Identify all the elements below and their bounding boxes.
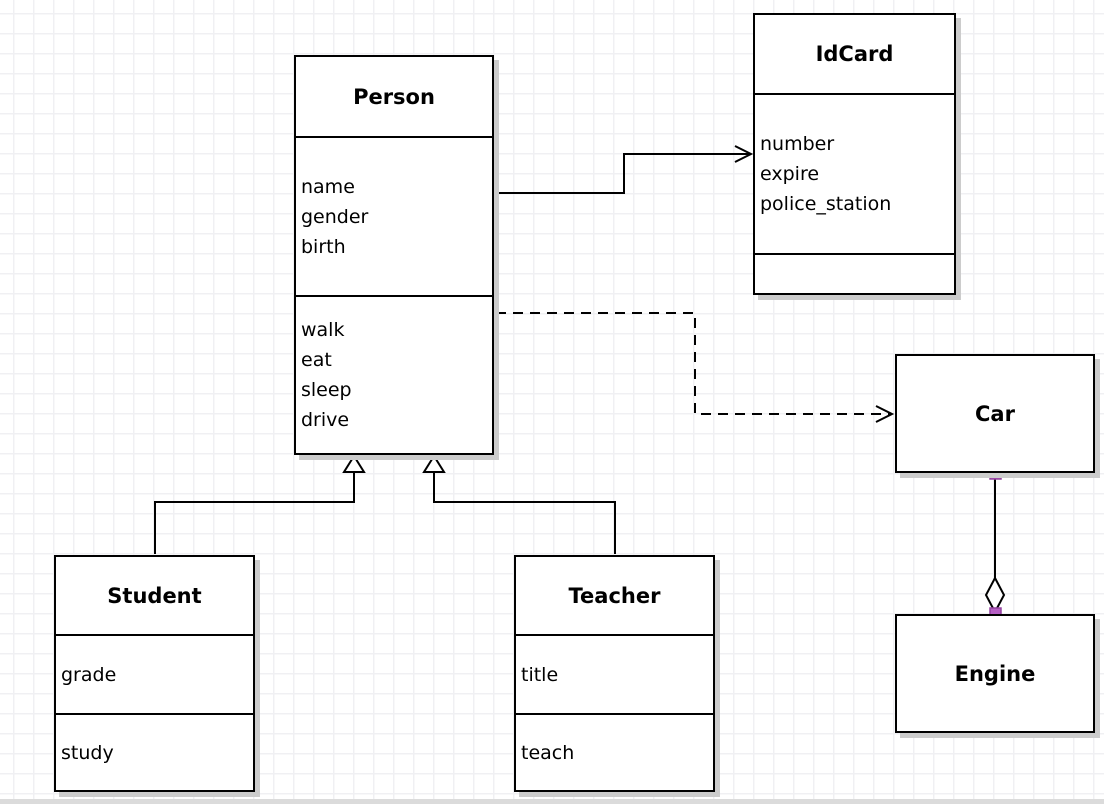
method: study [61,741,114,764]
class-teacher[interactable]: Teacher title teach [514,555,715,792]
methods-section [755,253,954,293]
window-edge-strip [0,799,1104,804]
class-car[interactable]: Car [895,354,1095,473]
class-person[interactable]: Person name gender birth walk eat sleep … [294,55,494,455]
attribute: number [760,133,835,155]
class-title: Student [107,583,202,608]
generalization-line[interactable] [433,472,616,554]
open-arrowhead-icon [734,145,754,163]
method: drive [301,409,350,431]
association-line[interactable] [494,153,750,194]
class-engine[interactable]: Engine [895,614,1095,733]
connector-generalization-teacher-person[interactable] [422,454,616,554]
attribute: birth [301,235,346,258]
connector-aggregation-car-engine[interactable] [984,467,1006,620]
hollow-diamond-icon [984,575,1006,615]
attribute: grade [61,663,117,686]
class-student[interactable]: Student grade study [54,555,255,792]
method: teach [521,741,575,764]
class-title: Teacher [568,583,661,608]
connector-dependency-person-car[interactable] [496,312,895,423]
method: walk [301,319,345,341]
class-title: IdCard [815,42,894,66]
attribute: title [521,663,559,686]
attributes-section: number expire police_station [755,93,954,253]
connector-generalization-student-person[interactable] [154,454,366,554]
class-title: Car [975,401,1015,426]
attribute: police_station [760,193,892,215]
open-arrowhead-icon [875,405,895,423]
class-idcard[interactable]: IdCard number expire police_station [753,13,956,295]
methods-section: teach [516,713,713,790]
class-title: Person [353,84,435,109]
attributes-section: grade [56,634,253,713]
method: eat [301,349,332,371]
methods-section: study [56,713,253,790]
attributes-section: title [516,634,713,713]
attribute: gender [301,205,369,228]
method: sleep [301,379,352,401]
attribute: expire [760,163,820,185]
generalization-line[interactable] [154,472,355,554]
class-title: Engine [954,661,1036,686]
connector-association-person-idcard[interactable] [494,145,754,194]
hollow-triangle-icon [342,454,366,473]
methods-section: walk eat sleep drive [296,295,492,453]
attributes-section: name gender birth [296,136,492,295]
hollow-triangle-icon [422,454,446,473]
attribute: name [301,175,355,198]
dependency-line[interactable] [496,312,890,415]
